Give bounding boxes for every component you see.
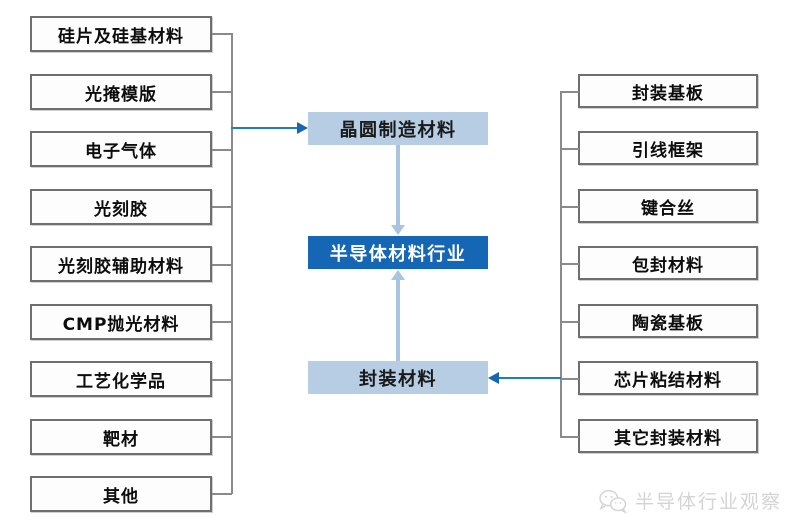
right-stub-4 <box>560 321 579 323</box>
left-stub-6 <box>212 379 232 381</box>
watermark: 半导体行业观察 <box>598 487 782 514</box>
left-stub-2 <box>212 149 232 151</box>
connector-wafer-to-core <box>396 145 400 225</box>
right-item-2[interactable]: 键合丝 <box>578 189 758 223</box>
left-bracket-spine <box>231 33 233 494</box>
left-item-1[interactable]: 光掩模版 <box>30 74 212 110</box>
left-item-4[interactable]: 光刻胶辅助材料 <box>30 246 212 282</box>
connector-wafer-to-core-head-icon <box>391 225 405 235</box>
left-stub-0 <box>212 33 232 35</box>
left-stub-4 <box>212 264 232 266</box>
right-stub-1 <box>560 148 579 150</box>
right-item-0[interactable]: 封装基板 <box>578 74 758 108</box>
left-item-5[interactable]: CMP抛光材料 <box>30 304 212 340</box>
left-item-8[interactable]: 其他 <box>30 476 212 512</box>
left-item-6[interactable]: 工艺化学品 <box>30 361 212 397</box>
right-stub-0 <box>560 91 579 93</box>
stage-wafer-manufacturing[interactable]: 晶圆制造材料 <box>308 112 488 145</box>
left-stub-5 <box>212 321 232 323</box>
right-item-3[interactable]: 包封材料 <box>578 246 758 280</box>
connector-packaging-to-core <box>396 280 400 361</box>
left-stub-1 <box>212 91 232 93</box>
stage-core-industry[interactable]: 半导体材料行业 <box>308 236 488 269</box>
connector-packaging-to-core-head-icon <box>391 270 405 280</box>
right-item-1[interactable]: 引线框架 <box>578 131 758 165</box>
right-item-4[interactable]: 陶瓷基板 <box>578 304 758 338</box>
wechat-icon <box>598 488 628 514</box>
arrow-wafer-line <box>231 127 299 129</box>
arrow-wafer-head-icon <box>297 122 308 134</box>
right-stub-3 <box>560 263 579 265</box>
left-item-3[interactable]: 光刻胶 <box>30 189 212 225</box>
right-stub-6 <box>560 436 579 438</box>
right-item-6[interactable]: 其它封装材料 <box>578 419 758 453</box>
left-item-2[interactable]: 电子气体 <box>30 131 212 167</box>
left-item-7[interactable]: 靶材 <box>30 419 212 455</box>
arrow-packaging-head-icon <box>488 372 499 384</box>
arrow-packaging-line <box>499 377 561 379</box>
right-item-5[interactable]: 芯片粘结材料 <box>578 361 758 395</box>
right-stub-5 <box>560 378 579 380</box>
left-item-0[interactable]: 硅片及硅基材料 <box>30 16 212 52</box>
right-stub-2 <box>560 206 579 208</box>
left-stub-8 <box>212 493 232 495</box>
stage-packaging[interactable]: 封装材料 <box>308 361 488 394</box>
left-stub-3 <box>212 206 232 208</box>
watermark-text: 半导体行业观察 <box>635 491 783 513</box>
left-stub-7 <box>212 436 232 438</box>
